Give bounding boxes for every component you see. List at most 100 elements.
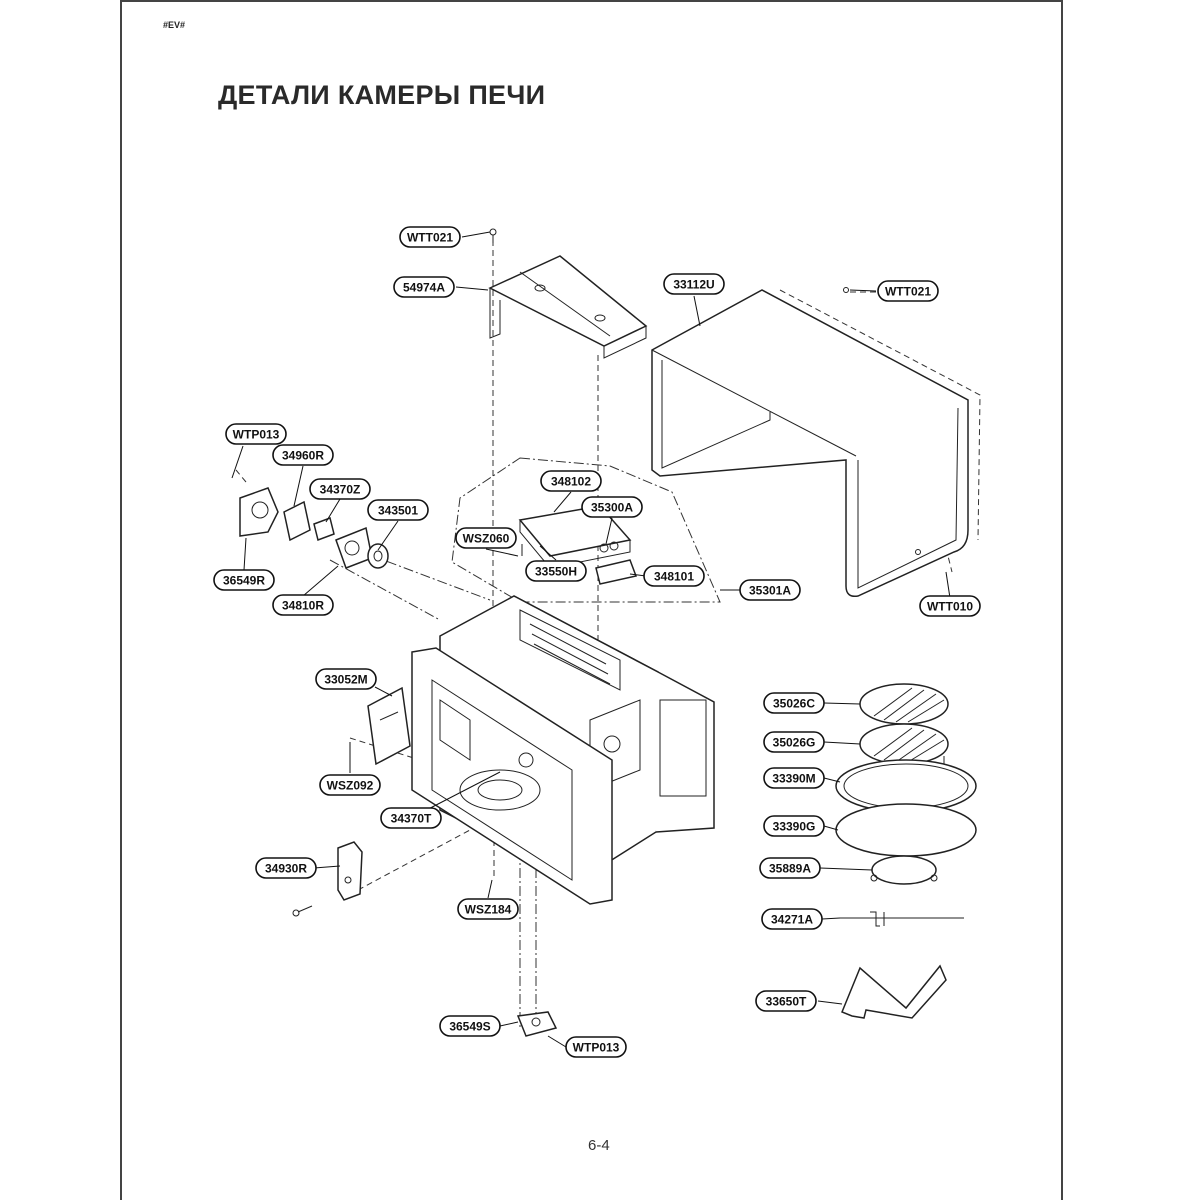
part-label-34960r: 34960R <box>272 444 334 466</box>
part-label-oval <box>319 774 381 796</box>
part-label-wtt010: WTT010 <box>919 595 981 617</box>
part-label-text: 34930R <box>265 862 307 876</box>
part-label-oval <box>455 527 517 549</box>
front-panel-frame <box>411 647 613 905</box>
part-label-text: WTT021 <box>885 285 931 299</box>
part-label-54974a: 54974A <box>393 276 455 298</box>
part-label-oval <box>643 565 705 587</box>
part-label-oval <box>225 423 287 445</box>
part-label-text: WSZ092 <box>327 779 374 793</box>
part-label-wsz092: WSZ092 <box>319 774 381 796</box>
part-label-oval <box>367 499 429 521</box>
part-label-34370z: 34370Z <box>309 478 371 500</box>
rotisserie-spit <box>840 911 964 927</box>
latch-bracket <box>337 841 363 901</box>
part-label-36549s: 36549S <box>439 1015 501 1037</box>
part-label-34930r: 34930R <box>255 857 317 879</box>
part-label-oval <box>315 668 377 690</box>
part-label-33550h: 33550H <box>525 560 587 582</box>
part-label-oval <box>761 908 823 930</box>
part-label-text: 33112U <box>673 278 714 292</box>
part-label-35301a: 35301A <box>739 579 801 601</box>
top-bracket <box>488 255 648 359</box>
spit-holder <box>841 964 947 1019</box>
part-label-oval <box>763 815 825 837</box>
part-label-33390g: 33390G <box>763 815 825 837</box>
part-label-oval <box>759 857 821 879</box>
page-number: 6-4 <box>588 1137 610 1154</box>
part-label-text: 33390G <box>773 820 816 834</box>
part-label-oval <box>755 990 817 1012</box>
part-label-oval <box>255 857 317 879</box>
part-label-wsz060: WSZ060 <box>455 527 517 549</box>
part-label-348102: 348102 <box>540 470 602 492</box>
part-label-text: 36549S <box>449 1020 490 1034</box>
part-label-oval <box>439 1015 501 1037</box>
part-label-wsz184: WSZ184 <box>457 898 519 920</box>
part-label-oval <box>763 731 825 753</box>
part-label-text: 35026C <box>773 697 815 711</box>
part-label-35300a: 35300A <box>581 496 643 518</box>
part-label-text: 34370T <box>391 812 432 826</box>
part-label-text: 343501 <box>378 504 418 518</box>
part-label-35889a: 35889A <box>759 857 821 879</box>
part-label-35026g: 35026G <box>763 731 825 753</box>
part-label-wtt021-top: WTT021 <box>399 226 461 248</box>
page-right-rule <box>1061 0 1063 1200</box>
turntable-motor-bottom <box>516 1011 558 1037</box>
screw-bottom-left <box>292 905 313 917</box>
part-label-348101: 348101 <box>643 565 705 587</box>
part-label-oval <box>663 273 725 295</box>
part-label-text: WTP013 <box>233 428 280 442</box>
wire-rack-upper <box>859 683 949 725</box>
part-label-text: 33650T <box>766 995 807 1009</box>
part-label-wtp013-left: WTP013 <box>225 423 287 445</box>
part-label-oval <box>309 478 371 500</box>
page-left-rule <box>120 0 122 1200</box>
part-label-text: 33052M <box>324 673 367 687</box>
part-label-34370t: 34370T <box>380 807 442 829</box>
part-label-text: 34271A <box>771 913 813 927</box>
part-label-oval <box>213 569 275 591</box>
corner-tag: #EV# <box>163 20 186 30</box>
part-label-oval <box>272 444 334 466</box>
part-label-wtt021-right: WTT021 <box>877 280 939 302</box>
part-label-text: 348102 <box>551 475 591 489</box>
part-label-34271a: 34271A <box>761 908 823 930</box>
part-label-text: 35301A <box>749 584 791 598</box>
part-label-oval <box>581 496 643 518</box>
part-label-wtp013-bottom: WTP013 <box>565 1036 627 1058</box>
part-label-oval <box>877 280 939 302</box>
part-label-oval <box>763 692 825 714</box>
part-label-oval <box>739 579 801 601</box>
part-label-text: 35026G <box>773 736 816 750</box>
part-label-text: 34370Z <box>320 483 361 497</box>
part-label-text: 35889A <box>769 862 811 876</box>
glass-tray <box>835 803 977 857</box>
part-label-oval <box>457 898 519 920</box>
part-label-text: 54974A <box>403 281 445 295</box>
part-label-oval <box>399 226 461 248</box>
part-label-oval <box>525 560 587 582</box>
screw-top <box>489 228 497 243</box>
part-label-oval <box>540 470 602 492</box>
part-label-text: WSZ060 <box>463 532 510 546</box>
part-label-text: WTT010 <box>927 600 973 614</box>
part-label-oval <box>763 767 825 789</box>
outer-cabinet <box>651 287 969 598</box>
part-label-text: WTT021 <box>407 231 453 245</box>
part-label-text: 33390M <box>772 772 815 786</box>
part-label-33650t: 33650T <box>755 990 817 1012</box>
part-label-text: 36549R <box>223 574 265 588</box>
part-label-oval <box>565 1036 627 1058</box>
roller-ring <box>870 855 938 885</box>
part-label-oval <box>393 276 455 298</box>
part-label-text: 34960R <box>282 449 324 463</box>
part-label-text: 35300A <box>591 501 633 515</box>
part-label-text: 34810R <box>282 599 324 613</box>
part-label-33390m: 33390M <box>763 767 825 789</box>
part-label-33112u: 33112U <box>663 273 725 295</box>
part-label-oval <box>272 594 334 616</box>
part-label-36549r: 36549R <box>213 569 275 591</box>
